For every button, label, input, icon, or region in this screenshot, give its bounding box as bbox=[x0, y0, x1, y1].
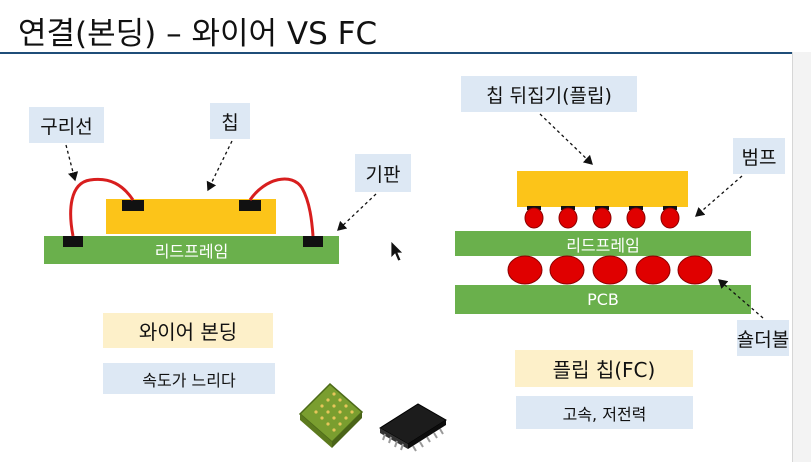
label-chip-flipper: 칩 뒤집기(플립) bbox=[461, 76, 637, 112]
arrow-chip-flipper bbox=[539, 113, 593, 165]
bump bbox=[660, 207, 680, 229]
flip-chip-leadframe: 리드프레임 bbox=[455, 231, 751, 256]
arrow-copper-wire bbox=[65, 144, 79, 182]
label-substrate: 기판 bbox=[355, 154, 411, 192]
label-solder-ball: 숄더볼 bbox=[737, 320, 789, 356]
bga-chip-icon bbox=[298, 382, 364, 448]
wire-bonding-caption: 와이어 본딩 bbox=[103, 313, 273, 348]
mouse-cursor-icon bbox=[390, 240, 404, 262]
soic-chip-icon bbox=[379, 403, 447, 452]
arrow-substrate bbox=[337, 193, 377, 231]
leadframe-pad-left bbox=[63, 236, 83, 247]
flip-chip bbox=[517, 171, 688, 207]
arrow-chip bbox=[206, 140, 233, 192]
leadframe-pad-right bbox=[303, 236, 323, 247]
bump-row bbox=[524, 206, 680, 229]
arrow-solder-ball bbox=[718, 279, 764, 319]
title-underline bbox=[0, 52, 811, 54]
solder-ball bbox=[507, 255, 543, 285]
bump bbox=[592, 207, 612, 229]
pcb-board: PCB bbox=[455, 285, 751, 314]
slide-title: 연결(본딩) – 와이어 VS FC bbox=[18, 16, 378, 52]
bump bbox=[524, 207, 544, 229]
solder-ball bbox=[592, 255, 628, 285]
solder-ball bbox=[635, 255, 671, 285]
flip-chip-desc: 고속, 저전력 bbox=[516, 396, 693, 429]
label-bump: 범프 bbox=[733, 138, 785, 174]
label-copper-wire: 구리선 bbox=[29, 107, 104, 143]
wire-bond-leadframe: 리드프레임 bbox=[44, 236, 339, 264]
bump bbox=[626, 207, 646, 229]
scrollbar[interactable] bbox=[792, 52, 811, 462]
bond-wire-right bbox=[248, 177, 315, 237]
solder-ball bbox=[677, 255, 713, 285]
bump bbox=[558, 207, 578, 229]
label-chip: 칩 bbox=[210, 103, 250, 139]
solder-ball bbox=[549, 255, 585, 285]
solder-ball-row bbox=[507, 255, 713, 285]
flip-chip-caption: 플립 칩(FC) bbox=[515, 350, 693, 387]
wire-bonding-desc: 속도가 느리다 bbox=[103, 363, 275, 394]
chip-pad-left bbox=[122, 200, 144, 211]
chip-pad-right bbox=[239, 200, 261, 211]
arrow-bump bbox=[695, 175, 743, 217]
bond-wire-left bbox=[69, 177, 135, 237]
